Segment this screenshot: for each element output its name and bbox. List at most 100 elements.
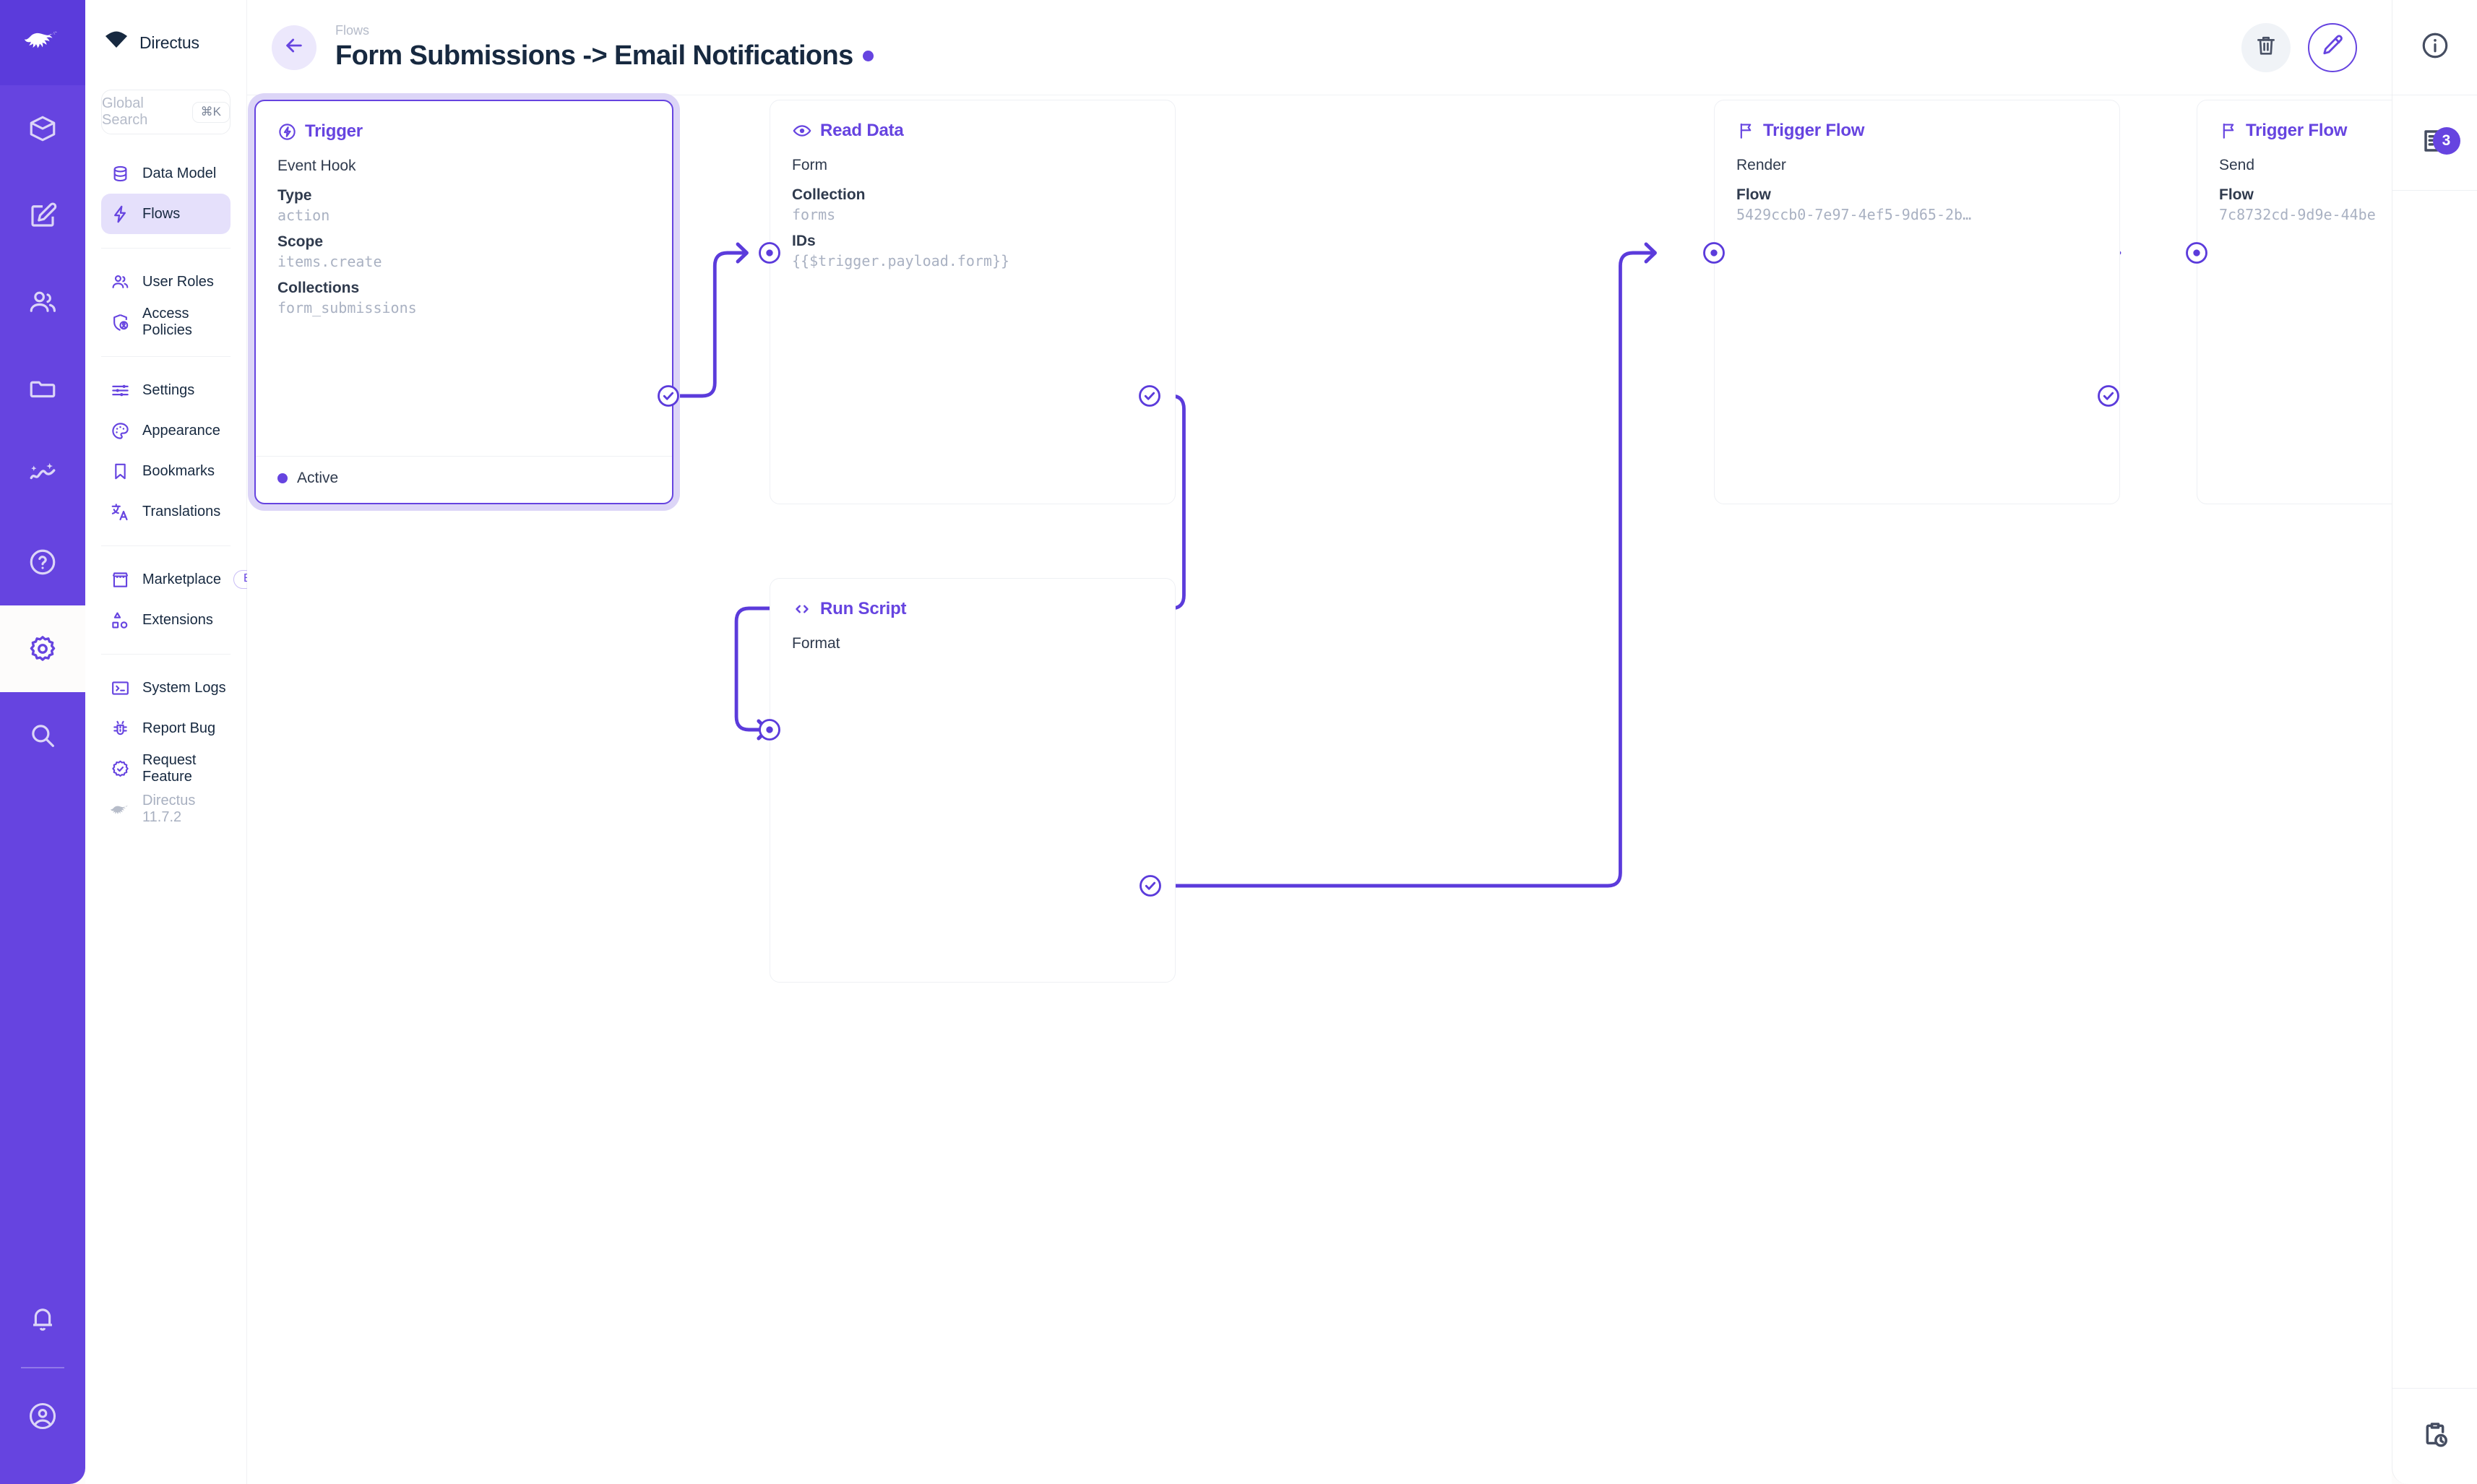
field-key: Scope [277,233,324,250]
insights-icon [27,460,58,491]
port-out-read-data[interactable] [1137,383,1163,409]
search-placeholder: Global Search [102,95,148,128]
nav-group-3: Settings Appearance [85,370,246,532]
nav-group-4: Marketplace Beta Extensions [85,559,277,640]
node-header-read-data: Read Data [792,121,1153,141]
field-value: 7c8732cd-9d9e-44be [2219,206,2376,223]
flow-node-run-script[interactable]: Run Script Format [770,578,1176,983]
sidebar-item-label: Bookmarks [142,462,215,479]
port-in-run-script[interactable] [757,717,783,743]
port-out-trigger-flow-render[interactable] [2095,383,2121,409]
database-icon [111,164,130,184]
sidebar-item-marketplace[interactable]: Marketplace Beta [101,559,277,600]
trigger-status-label: Active [297,470,339,486]
field-key: Collections [277,280,360,296]
bug-icon [111,719,130,738]
sidebar-item-flows[interactable]: Flows [101,194,231,234]
rail-item-account[interactable] [0,1373,85,1459]
field-value: {{$trigger.payload.form}} [792,252,1010,269]
search-icon [27,720,58,751]
port-out-trigger[interactable] [655,383,681,409]
rail-item-insights[interactable] [0,432,85,519]
status-dot [862,50,874,61]
nav-divider [101,545,231,546]
rail-item-editor[interactable] [0,172,85,259]
eye-icon [792,121,812,141]
revisions-button[interactable] [2392,1389,2477,1484]
port-in-read-data[interactable] [757,240,783,266]
users-icon [27,287,58,317]
sidebar-item-translations[interactable]: Translations [101,491,231,532]
rail-item-notifications[interactable] [0,1276,85,1363]
rail-item-content[interactable] [0,85,85,172]
nav-group-2: User Roles Access Policies [85,262,246,342]
nav-group-1: Data Model Flows [85,153,246,234]
info-circle-icon [2420,30,2450,64]
sidebar-item-access-policies[interactable]: Access Policies [101,302,231,342]
sidebar-item-label: Flows [142,205,181,222]
sidebar-item-system-logs[interactable]: System Logs [101,668,231,708]
sliders-icon [111,381,130,400]
node-subtitle: Form [792,157,827,173]
sidebar-item-report-bug[interactable]: Report Bug [101,708,231,749]
sidebar-item-request-feature[interactable]: Request Feature [101,749,231,789]
pencil-icon [2320,33,2345,61]
sidebar-item-bookmarks[interactable]: Bookmarks [101,451,231,491]
flow-node-trigger-flow-send[interactable]: Trigger Flow Send Flow 7c8732cd-9d9e-44b… [2197,100,2392,504]
sidebar-item-version: Directus 11.7.2 [101,789,231,829]
node-title-text: Run Script [820,599,907,618]
rail-item-search[interactable] [0,692,85,779]
nav-divider [101,356,231,357]
bolt-circle-icon [277,122,297,142]
title-row: Form Submissions -> Email Notifications [335,40,874,72]
field-key: IDs [792,233,816,249]
rail-item-user-directory[interactable] [0,259,85,345]
edit-flow-button[interactable] [2308,22,2357,72]
sidebar-item-data-model[interactable]: Data Model [101,153,231,194]
field-value: action [277,207,330,224]
node-header-trigger-flow-render: Trigger Flow [1736,121,2098,141]
rail-item-help[interactable] [0,519,85,605]
port-out-run-script[interactable] [1137,873,1163,899]
sidebar-item-appearance[interactable]: Appearance [101,410,231,451]
node-header-trigger: Trigger [277,121,650,142]
node-subtitle: Event Hook [277,158,356,174]
rail-item-settings[interactable] [0,605,85,692]
flow-node-trigger-flow-render[interactable]: Trigger Flow Render Flow 5429ccb0-7e97-4… [1714,100,2120,504]
delete-flow-button[interactable] [2241,22,2291,72]
back-button[interactable] [272,25,316,70]
rail-item-file-library[interactable] [0,345,85,432]
sidebar-item-user-roles[interactable]: User Roles [101,262,231,302]
bolt-icon [111,204,130,224]
rail-divider [21,1367,64,1368]
breadcrumb[interactable]: Flows [335,23,370,38]
directus-mark-icon [104,29,129,57]
logs-count-badge: 3 [2432,127,2460,155]
title-block: Flows Form Submissions -> Email Notifica… [335,23,874,72]
info-sidebar-button[interactable] [2392,0,2477,95]
field-key: Flow [1736,186,1771,203]
extension-shapes-icon [111,611,130,630]
verified-icon [111,759,130,779]
flow-canvas[interactable]: Trigger Event Hook Type action Scope ite… [247,95,2392,1484]
field-key: Type [277,187,312,204]
bell-icon [27,1304,58,1334]
shield-person-icon [111,313,130,332]
logs-sidebar-button[interactable]: 3 [2392,95,2477,191]
trigger-status: Active [256,456,672,503]
sidebar-item-settings[interactable]: Settings [101,370,231,410]
flow-node-trigger[interactable]: Trigger Event Hook Type action Scope ite… [254,100,673,504]
sidebar-item-label: User Roles [142,273,214,290]
node-title-text: Trigger [305,121,363,141]
flow-node-read-data[interactable]: Read Data Form Collection forms IDs {{$t… [770,100,1176,504]
directus-logo-button[interactable] [0,0,85,85]
node-subtitle: Render [1736,157,1786,173]
search-input[interactable]: Global Search ⌘K [101,90,231,134]
sidebar-item-label: Extensions [142,611,213,628]
port-in-trigger-flow-render[interactable] [1701,240,1727,266]
field-value: items.create [277,253,382,270]
port-in-trigger-flow-send[interactable] [2184,240,2210,266]
sidebar-item-extensions[interactable]: Extensions [101,600,231,640]
global-search-wrap: Global Search ⌘K [85,90,246,134]
sidebar-item-label: Access Policies [142,306,192,338]
